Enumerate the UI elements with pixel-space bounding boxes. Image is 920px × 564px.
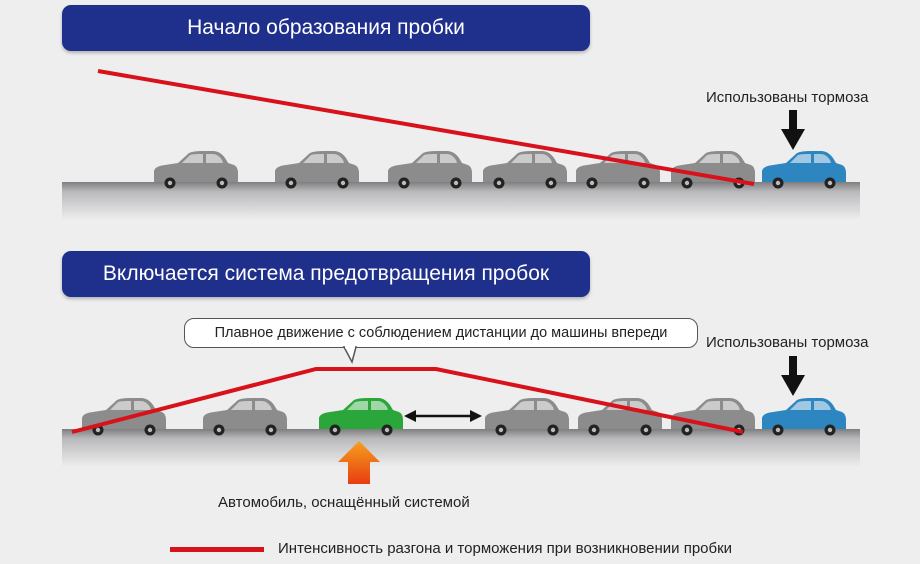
title-banner-top: Начало образования пробки bbox=[62, 5, 590, 51]
equipped-car-label: Автомобиль, оснащённый системой bbox=[218, 494, 470, 511]
up-arrow-icon-highlight bbox=[338, 441, 380, 484]
title-bottom: Включается система предотвращения пробок bbox=[102, 262, 550, 285]
legend-line-swatch bbox=[170, 547, 264, 552]
title-top: Начало образования пробки bbox=[187, 16, 465, 39]
callout-bubble: Плавное движение с соблюдением дистанции… bbox=[184, 318, 698, 348]
down-arrow-icon-top bbox=[781, 110, 805, 150]
distance-double-arrow-icon bbox=[404, 410, 482, 422]
callout-text: Плавное движение с соблюдением дистанции… bbox=[214, 325, 668, 341]
title-banner-bottom: Включается система предотвращения пробок bbox=[62, 251, 590, 297]
brakes-label-bottom: Использованы тормоза bbox=[706, 334, 869, 351]
down-arrow-icon-bottom bbox=[781, 356, 805, 396]
road-bottom bbox=[62, 429, 860, 467]
road-top bbox=[62, 182, 860, 220]
callout-pointer bbox=[342, 346, 357, 365]
intensity-line-top bbox=[97, 69, 755, 186]
legend-label: Интенсивность разгона и торможения при в… bbox=[278, 540, 733, 557]
intensity-line-bottom bbox=[71, 367, 744, 434]
brakes-label-top: Использованы тормоза bbox=[706, 89, 869, 106]
